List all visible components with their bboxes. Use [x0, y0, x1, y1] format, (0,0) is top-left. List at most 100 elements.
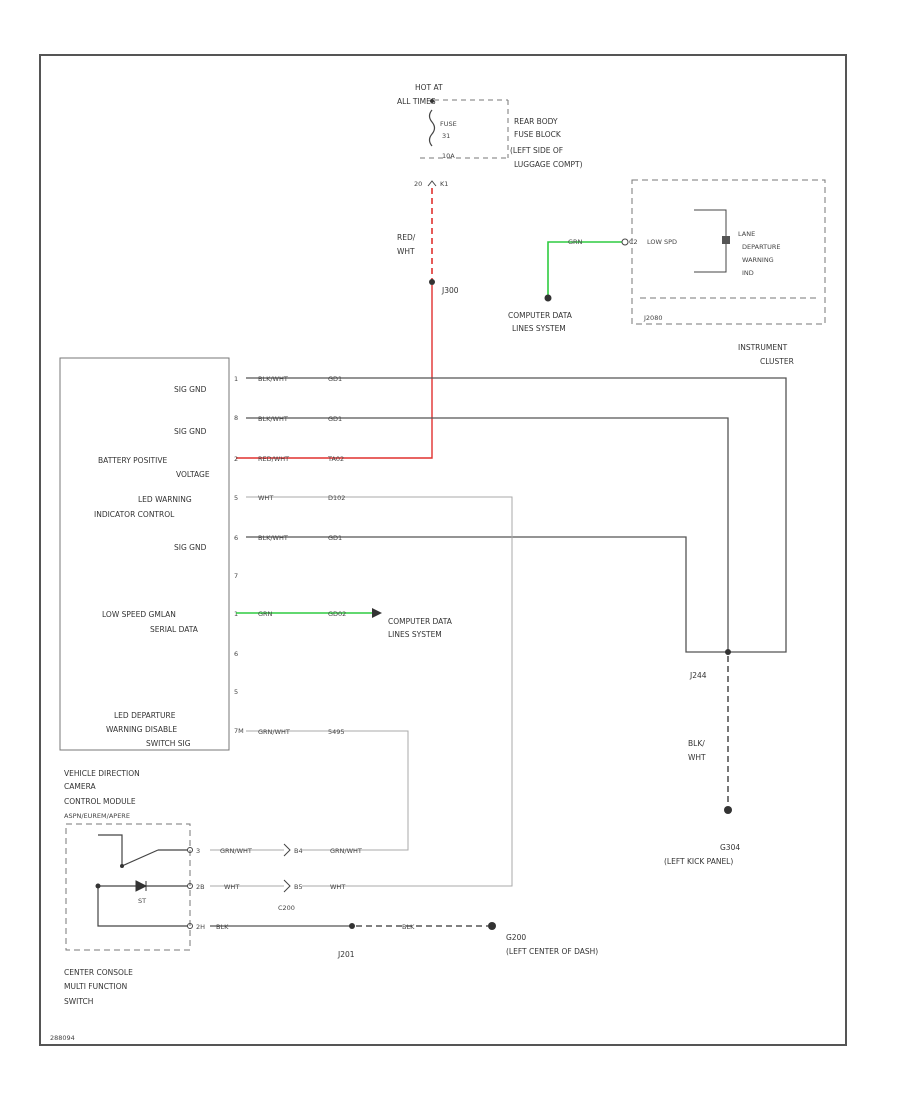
- pin-1: 1: [234, 375, 238, 383]
- circuit-label-2: GD1: [328, 415, 342, 423]
- module-name-2: CAMERA: [64, 782, 96, 791]
- lamp-label-4: IND: [742, 269, 754, 277]
- hot-at-label-2: ALL TIMES: [397, 97, 436, 106]
- computer-data-top-1: COMPUTER DATA: [508, 311, 573, 320]
- camera-module-box: [59, 357, 230, 751]
- row-disable-1: LED DEPARTURE: [114, 711, 176, 720]
- power-wire-color-2: WHT: [397, 247, 415, 256]
- switch-pin-a-icon: [187, 847, 193, 853]
- cluster-connector: J2080: [643, 314, 662, 322]
- row-battery-1: BATTERY POSITIVE: [98, 456, 167, 465]
- ground-right-location: (LEFT KICK PANEL): [664, 857, 733, 866]
- ground-wire-3: [246, 536, 728, 653]
- cluster-name-1: INSTRUMENT: [738, 343, 788, 352]
- fuse-number: 31: [442, 132, 450, 140]
- cluster-name-2: CLUSTER: [760, 357, 794, 366]
- fuse-rating: 10A: [442, 152, 455, 160]
- switch-pin-c-icon: [187, 923, 193, 929]
- cluster-pin-number: C2: [629, 238, 638, 246]
- wire-label-10: GRN/WHT: [258, 728, 290, 736]
- computer-data-mid-2: LINES SYSTEM: [388, 630, 442, 639]
- switch-name-3: SWITCH: [64, 997, 93, 1006]
- cluster-wire-color: GRN: [568, 238, 583, 246]
- diode-label: ST: [138, 897, 146, 905]
- cluster-pin-label: LOW SPD: [647, 238, 677, 246]
- wire-label-5: BLK/WHT: [258, 534, 288, 542]
- ground-bottom-location: (LEFT CENTER OF DASH): [506, 947, 598, 956]
- figure-id: 288094: [50, 1034, 75, 1042]
- can-arrow-icon: [372, 608, 382, 618]
- hot-at-label: HOT AT: [415, 83, 443, 92]
- splice-bottom-label: J201: [337, 950, 355, 959]
- switch-name-2: MULTI FUNCTION: [64, 982, 127, 991]
- power-wire: [236, 285, 433, 459]
- led-indicator-wire: [246, 496, 513, 887]
- switch-pin-b: 2B: [196, 883, 205, 891]
- computer-data-top-node: [544, 294, 552, 302]
- wire-label-3: RED/WHT: [258, 455, 289, 463]
- circuit-label-5: GD1: [328, 534, 342, 542]
- ground-bottom-icon: [488, 922, 496, 930]
- circuit-label-3: TA02: [327, 455, 344, 463]
- connector-a-icon: [283, 843, 291, 857]
- ground-bottom-id: G200: [506, 933, 526, 942]
- switch-contact-icon: [98, 834, 159, 867]
- switch-wire-a2-label: GRN/WHT: [330, 847, 362, 855]
- hot-bus-node: [430, 99, 434, 103]
- pin-6: 7: [234, 572, 238, 580]
- row-sig-gnd-1: SIG GND: [174, 385, 207, 394]
- ground-right-id: G304: [720, 843, 740, 852]
- ground-right-wire-1: BLK/: [688, 739, 705, 748]
- pin-10: 7M: [234, 727, 244, 735]
- connector-b-icon: [283, 879, 291, 893]
- switch-contact-node: [120, 864, 124, 868]
- pin-3: 2: [234, 455, 238, 463]
- splice-bottom-node: [349, 923, 355, 929]
- lamp-label-1: LANE: [738, 230, 755, 238]
- wire-label-2: BLK/WHT: [258, 415, 288, 423]
- connector-chevron-icon: [427, 180, 437, 187]
- cluster-pin-icon: [621, 238, 629, 246]
- splice-right-label: J244: [689, 671, 707, 680]
- ground-right-icon: [724, 806, 732, 814]
- fuse-pin-right: K1: [440, 180, 448, 188]
- diode-icon: [135, 880, 148, 892]
- fuse-icon: [428, 109, 436, 147]
- fuse-label: FUSE: [440, 120, 457, 128]
- row-led-2: INDICATOR CONTROL: [94, 510, 175, 519]
- diagram-frame: [39, 54, 847, 1046]
- row-can-2: SERIAL DATA: [150, 625, 199, 634]
- pin-2: 8: [234, 414, 238, 422]
- row-disable-2: WARNING DISABLE: [106, 725, 177, 734]
- fuse-pin-left: 20: [414, 180, 422, 188]
- ground-wire-1: [246, 377, 787, 653]
- ground-wire-2: [246, 417, 729, 652]
- module-name-4: ASPN/EUREM/APERE: [64, 812, 130, 820]
- module-name-1: VEHICLE DIRECTION: [64, 769, 140, 778]
- splice-top-label: J300: [441, 286, 459, 295]
- row-can-1: LOW SPEED GMLAN: [102, 610, 176, 619]
- computer-data-top-2: LINES SYSTEM: [512, 324, 566, 333]
- switch-wire-a-label: GRN/WHT: [220, 847, 252, 855]
- c200-label: C200: [278, 904, 295, 912]
- cluster-can-wire: [547, 241, 622, 296]
- switch-internal-c: [97, 886, 188, 927]
- power-wire-color-1: RED/: [397, 233, 416, 242]
- instrument-cluster-box: [631, 179, 826, 325]
- circuit-label-7: GD02: [328, 610, 346, 618]
- row-battery-2: VOLTAGE: [176, 470, 210, 479]
- circuit-label-10: 5495: [328, 728, 345, 736]
- row-led-1: LED WARNING: [138, 495, 192, 504]
- fuse-block-label-2: FUSE BLOCK: [514, 130, 562, 139]
- circuit-label-1: GD1: [328, 375, 342, 383]
- console-switch-box: [65, 823, 191, 951]
- pin-9: 5: [234, 688, 238, 696]
- switch-left-node: [95, 883, 101, 889]
- pin-7: 1: [234, 610, 238, 618]
- wire-label-1: BLK/WHT: [258, 375, 288, 383]
- switch-pin-c: 2H: [196, 923, 205, 931]
- switch-wire-b2-label: WHT: [330, 883, 345, 891]
- lane-departure-lamp-icon: [722, 236, 730, 244]
- wire-label-4: WHT: [258, 494, 273, 502]
